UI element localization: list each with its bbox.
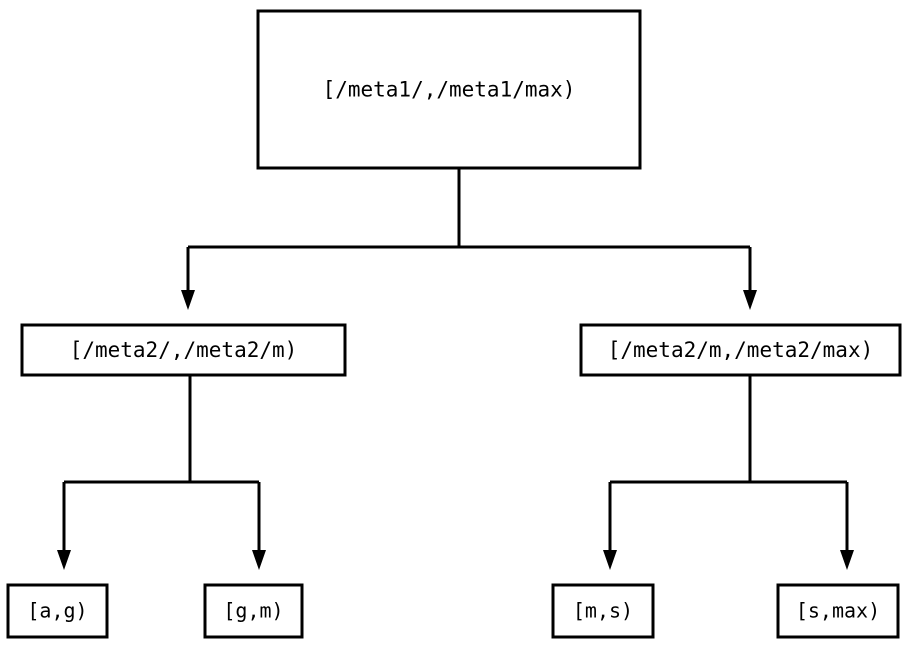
arrowhead-mid-right-icon — [743, 290, 757, 310]
arrowhead-leaf-ag-icon — [57, 550, 71, 570]
node-leaf-gm-label: [g,m) — [223, 599, 283, 623]
edge-mid-right-to-leaf-smax — [840, 482, 854, 570]
node-leaf-gm-box[interactable] — [203, 583, 304, 639]
edge-root-to-mid-right — [743, 247, 757, 310]
edge-root-mid-left-line — [186, 168, 750, 291]
node-root-label: [/meta1/,/meta1/max) — [323, 78, 576, 102]
node-mid-right-label: [/meta2/m,/meta2/max) — [608, 338, 874, 362]
edge-mid-left-to-leaf-gm — [252, 482, 266, 570]
node-leaf-smax[interactable]: [s,max) — [776, 583, 900, 639]
node-mid-left-label: [/meta2/,/meta2/m) — [70, 338, 298, 362]
arrowhead-leaf-ms-icon — [603, 550, 617, 570]
node-mid-right-box[interactable] — [579, 323, 902, 377]
node-leaf-ag[interactable]: [a,g) — [6, 583, 109, 639]
arrowhead-leaf-gm-icon — [252, 550, 266, 570]
node-root[interactable]: [/meta1/,/meta1/max) — [256, 9, 642, 170]
arrowhead-mid-left-icon — [181, 290, 195, 310]
node-leaf-gm[interactable]: [g,m) — [203, 583, 304, 639]
node-root-box[interactable] — [256, 9, 642, 170]
edge-mid-right-leaf-ms-line — [608, 375, 847, 551]
node-mid-left[interactable]: [/meta2/,/meta2/m) — [20, 323, 347, 377]
node-leaf-ag-label: [a,g) — [27, 599, 87, 623]
node-mid-right[interactable]: [/meta2/m,/meta2/max) — [579, 323, 902, 377]
edge-mid-left-to-leaf-ag — [57, 375, 259, 570]
node-leaf-ms-box[interactable] — [551, 583, 655, 639]
node-leaf-ag-box[interactable] — [6, 583, 109, 639]
edge-root-to-mid-left — [181, 168, 750, 310]
node-leaf-smax-label: [s,max) — [796, 599, 880, 623]
edge-mid-left-leaf-ag-line — [62, 375, 259, 551]
node-leaf-ms-label: [m,s) — [573, 599, 633, 623]
node-leaf-smax-box[interactable] — [776, 583, 900, 639]
node-mid-left-box[interactable] — [20, 323, 347, 377]
node-leaf-ms[interactable]: [m,s) — [551, 583, 655, 639]
arrowhead-leaf-smax-icon — [840, 550, 854, 570]
edge-mid-right-to-leaf-ms — [603, 375, 847, 570]
